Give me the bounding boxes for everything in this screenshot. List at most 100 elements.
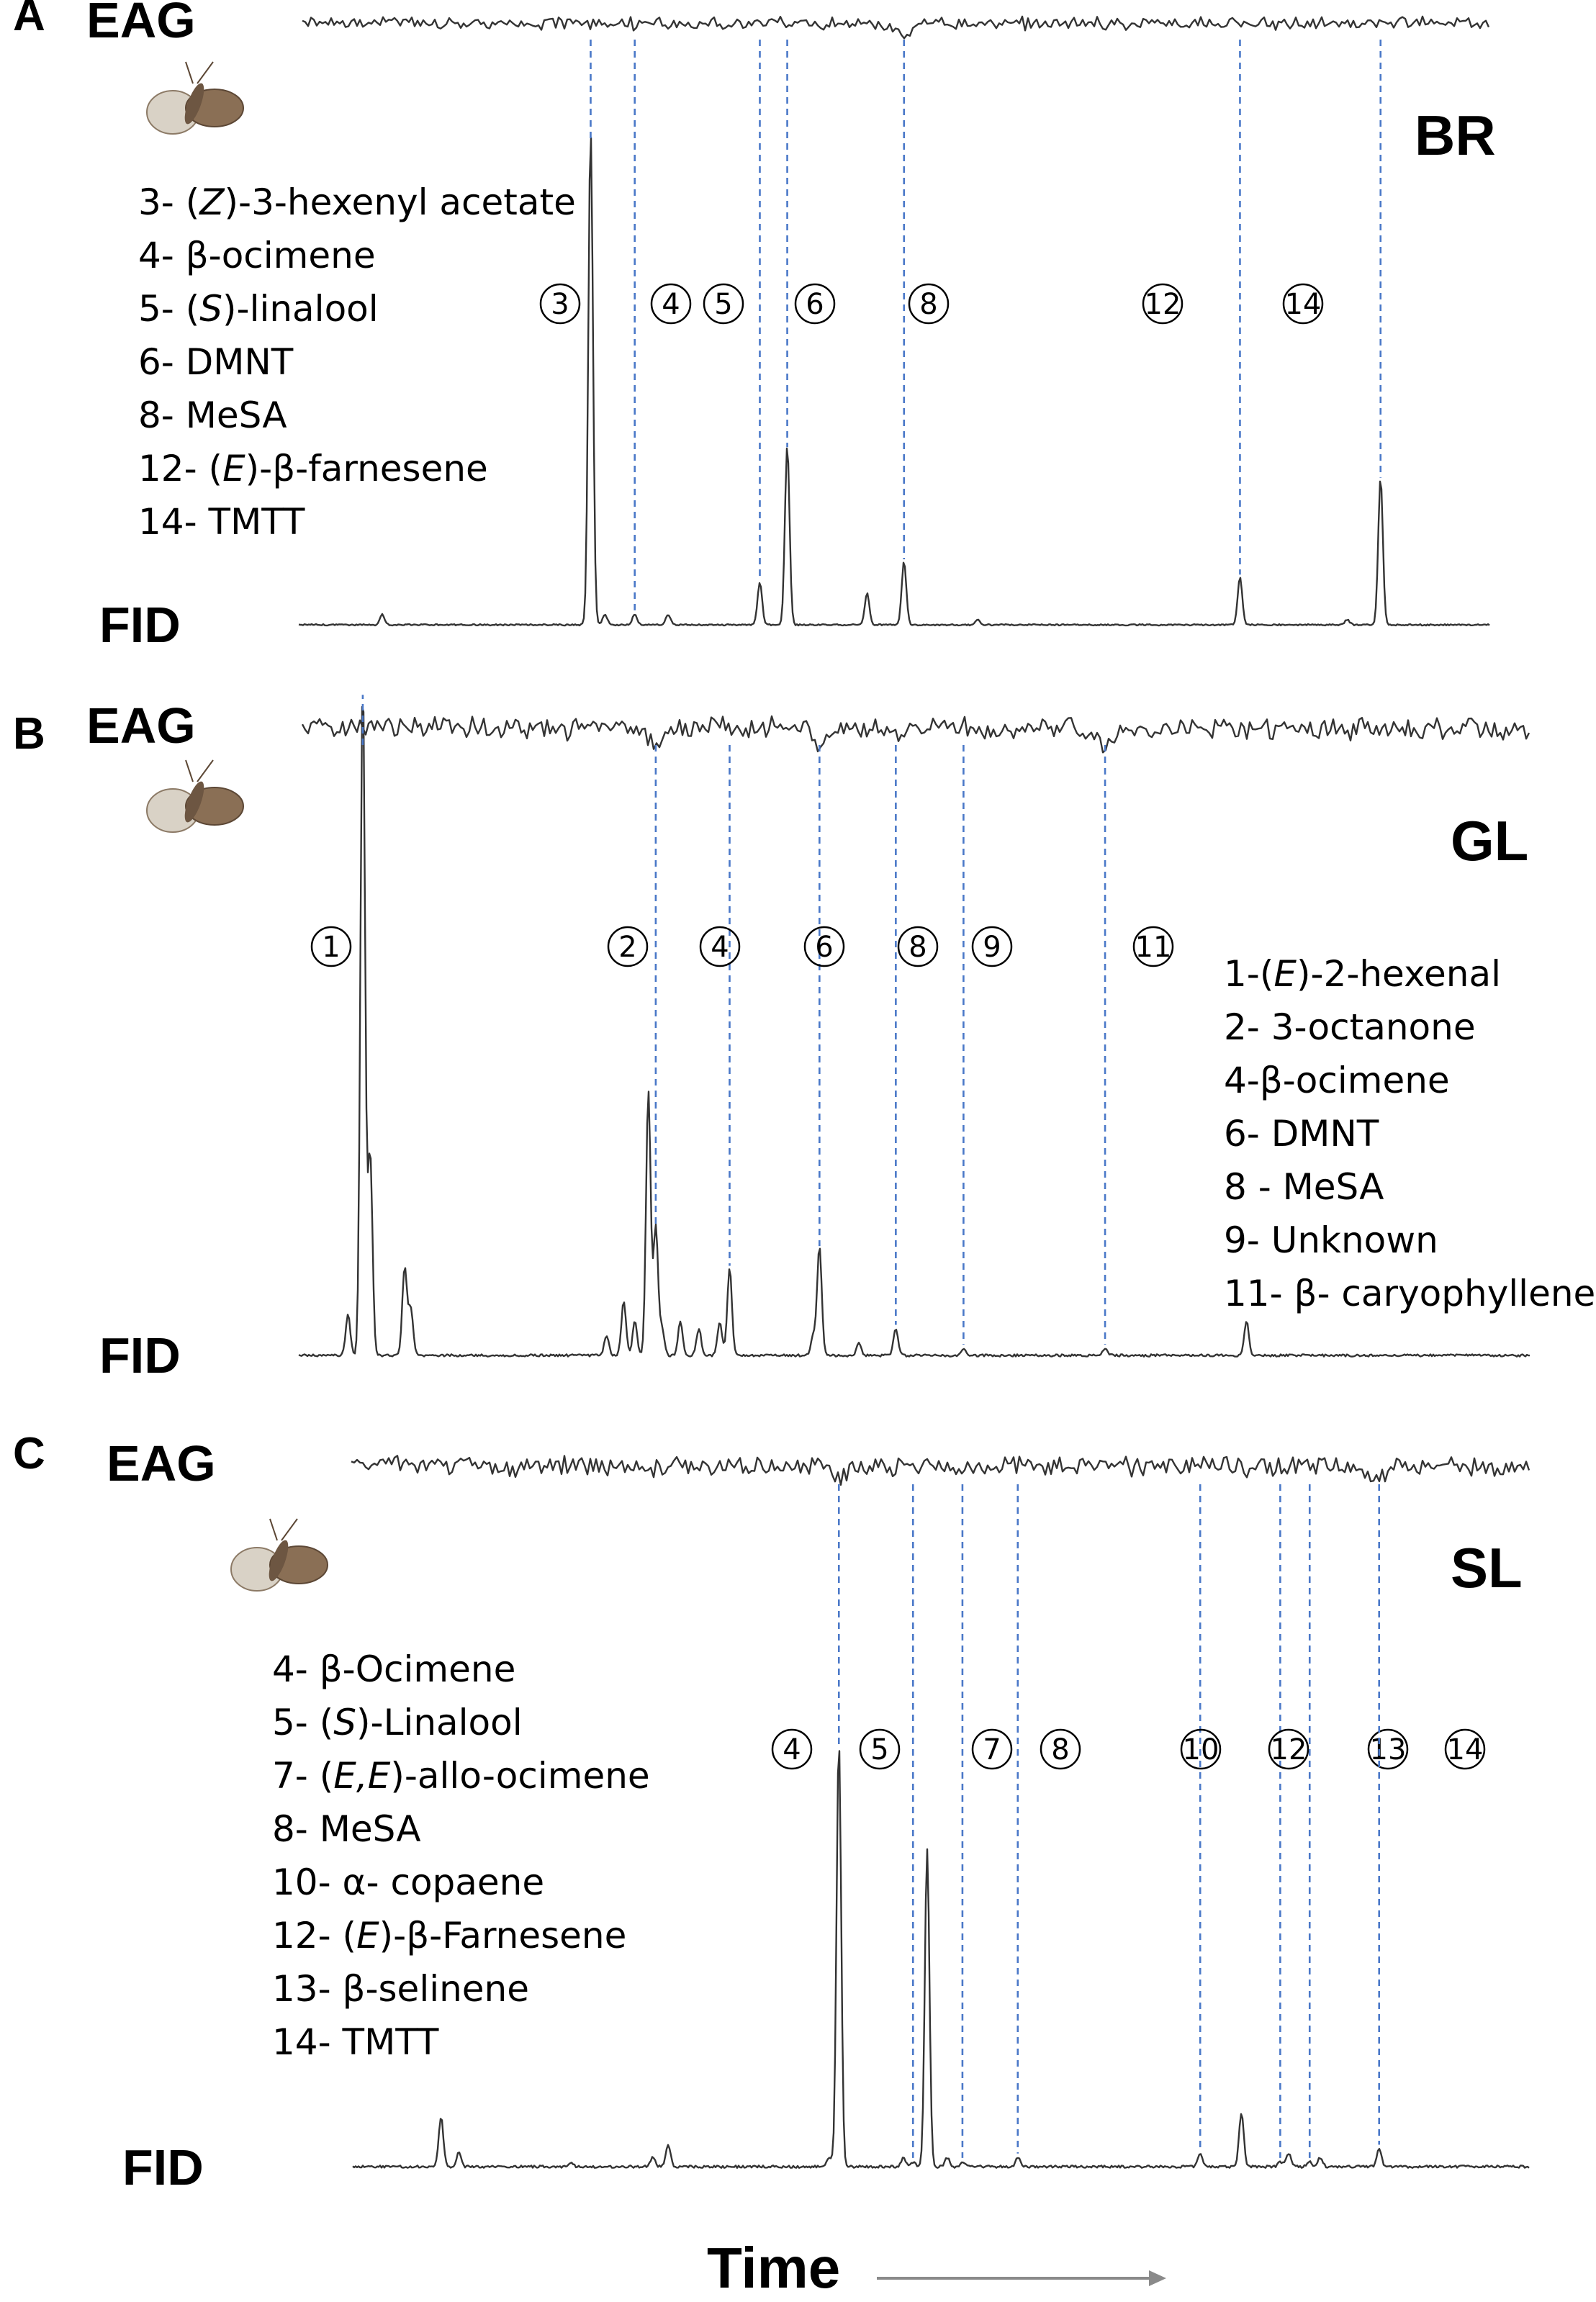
panel-A: A EAG FID BR 3 4 5 6 8 12 14 3- (Z)-3-hexenyl aceta…	[13, 0, 1496, 653]
x-axis-label: Time	[707, 2236, 840, 2300]
panel-letter: A	[13, 0, 45, 40]
peak-number: 7	[983, 1733, 1001, 1766]
peak-number: 14	[1447, 1733, 1484, 1766]
peak-9-marker: 9	[971, 926, 1013, 967]
legend-item: 4- β-ocimene	[138, 235, 376, 276]
tissue-label: GL	[1451, 809, 1528, 872]
legend-item: 8 - MeSA	[1224, 1166, 1384, 1208]
legend-item: 8- MeSA	[272, 1808, 421, 1850]
tissue-label: SL	[1451, 1536, 1523, 1599]
peak-12-marker: 12	[1268, 1728, 1309, 1770]
peak-1-marker: 1	[310, 926, 352, 967]
legend-item: 8- MeSA	[138, 394, 287, 436]
legend-item: 2- 3-octanone	[1224, 1006, 1476, 1048]
peak-11-marker: 11	[1132, 926, 1174, 967]
fid-trace	[352, 1750, 1530, 2169]
peak-5-marker: 5	[859, 1728, 901, 1770]
eag-trace	[301, 715, 1530, 754]
peak-number: 2	[618, 931, 636, 964]
moth-antenna	[281, 1518, 298, 1541]
tissue-label: BR	[1415, 104, 1496, 167]
legend-item: 12- (E)-β-farnesene	[138, 448, 488, 489]
peak-number: 8	[919, 288, 937, 321]
panel-letter: C	[13, 1429, 45, 1479]
legend-item: 5- (S)-linalool	[138, 288, 379, 330]
legend-item: 14- TMTT	[272, 2021, 439, 2063]
peak-number: 9	[983, 931, 1001, 964]
legend-item: 5- (S)-Linalool	[272, 1702, 523, 1743]
compound-legend: 1-(E)-2-hexenal 2- 3-octanone 4-β-ocimene 6…	[1224, 953, 1595, 1314]
peak-number: 4	[711, 931, 729, 964]
compound-legend: 4- β-Ocimene 5- (S)-Linalool 7- (E,E)-allo…	[272, 1648, 650, 2063]
fid-trace	[298, 137, 1490, 627]
peak-number: 14	[1285, 288, 1322, 321]
peak-number: 4	[662, 288, 680, 321]
fid-trace	[298, 705, 1530, 1358]
peak-14-marker: 14	[1444, 1728, 1486, 1770]
peak-8-marker: 8	[897, 926, 939, 967]
peak-number: 11	[1135, 931, 1172, 964]
peak-number: 6	[815, 931, 833, 964]
moth-image	[146, 759, 244, 833]
legend-item: 13- β-selinene	[272, 1968, 529, 2010]
peak-number: 12	[1271, 1733, 1307, 1766]
legend-item: 7- (E,E)-allo-ocimene	[272, 1755, 650, 1797]
peak-3-marker: 3	[539, 283, 581, 325]
moth-antenna	[197, 759, 214, 782]
eag-trace-label: EAG	[86, 0, 196, 48]
panel-B: B EAG FID GL 1 2 4 6 8 9 11 1-(E)-2-hexenal 2- 3-oct…	[13, 695, 1595, 1384]
peak-number: 4	[783, 1733, 801, 1766]
peak-6-marker: 6	[803, 926, 845, 967]
moth-antenna	[197, 61, 214, 84]
eag-trace	[302, 15, 1490, 40]
legend-item: 4- β-Ocimene	[272, 1648, 515, 1690]
eag-trace-label: EAG	[107, 1435, 216, 1491]
fid-trace-label: FID	[122, 2139, 204, 2195]
peak-8-marker: 8	[1040, 1728, 1081, 1770]
moth-antenna	[185, 61, 194, 84]
compound-legend: 3- (Z)-3-hexenyl acetate 4- β-ocimene 5- (…	[138, 181, 576, 543]
moth-body	[269, 1540, 289, 1581]
time-arrow-head	[1149, 2270, 1166, 2286]
moth-image	[146, 61, 244, 135]
legend-item: 6- DMNT	[1224, 1113, 1379, 1155]
fid-trace-label: FID	[99, 597, 181, 653]
moth-body	[184, 83, 204, 125]
peak-number: 8	[1051, 1733, 1069, 1766]
eag-trace-label: EAG	[86, 698, 196, 754]
fid-trace-label: FID	[99, 1327, 181, 1384]
peak-number: 3	[551, 288, 569, 321]
peak-8-marker: 8	[908, 283, 950, 325]
moth-body	[184, 781, 204, 823]
legend-item: 11- β- caryophyllene	[1224, 1273, 1595, 1314]
moth-antenna	[185, 759, 194, 782]
peak-4-marker: 4	[650, 283, 692, 325]
peak-10-marker: 10	[1180, 1728, 1222, 1770]
peak-6-marker: 6	[794, 283, 836, 325]
legend-item: 3- (Z)-3-hexenyl acetate	[138, 181, 576, 223]
eag-trace	[351, 1455, 1530, 1486]
peak-2-marker: 2	[607, 926, 649, 967]
peak-13-marker: 13	[1367, 1728, 1409, 1770]
peak-number: 5	[714, 288, 732, 321]
peak-number: 10	[1183, 1733, 1219, 1766]
peak-number: 1	[322, 931, 340, 964]
peak-number: 5	[870, 1733, 888, 1766]
legend-item: 10- α- copaene	[272, 1861, 544, 1903]
legend-item: 4-β-ocimene	[1224, 1060, 1450, 1101]
peak-4-marker: 4	[771, 1728, 813, 1770]
peak-14-marker: 14	[1282, 283, 1324, 325]
panel-letter: B	[13, 709, 45, 759]
peak-number: 8	[909, 931, 927, 964]
time-axis: Time	[707, 2236, 1166, 2300]
moth-image	[230, 1518, 328, 1592]
peak-number: 13	[1370, 1733, 1407, 1766]
peak-7-marker: 7	[971, 1728, 1013, 1770]
peak-number: 6	[806, 288, 824, 321]
legend-item: 14- TMTT	[138, 501, 305, 543]
peak-12-marker: 12	[1142, 283, 1184, 325]
legend-item: 1-(E)-2-hexenal	[1224, 953, 1501, 995]
peak-5-marker: 5	[703, 283, 744, 325]
